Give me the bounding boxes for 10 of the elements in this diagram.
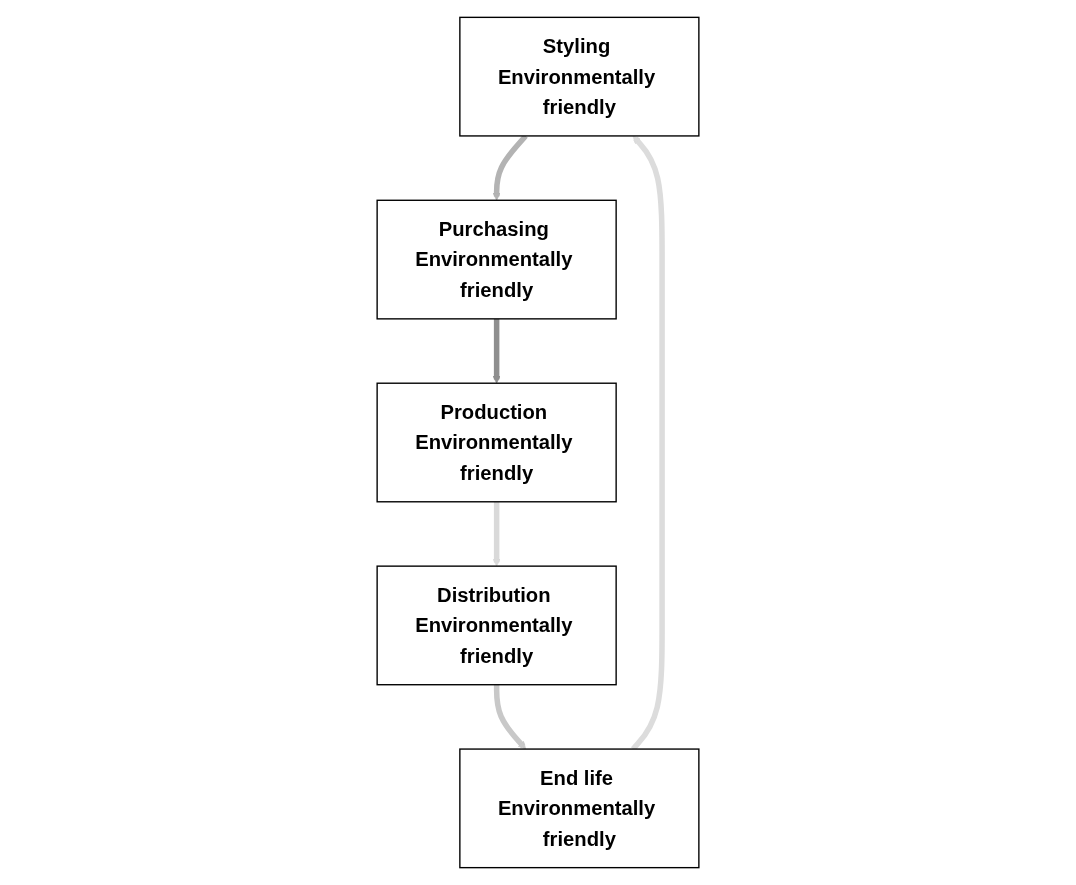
arrow	[630, 135, 665, 751]
node-box: Distribution Environmentally friendly	[376, 565, 617, 686]
arrow	[492, 501, 501, 567]
arrow	[492, 134, 528, 201]
node-box: Production Environmentally friendly	[376, 382, 617, 503]
arrow	[492, 318, 501, 384]
node-box: Purchasing Environmentally friendly	[376, 199, 617, 320]
arrow	[493, 684, 527, 750]
node-box: Styling Environmentally friendly	[459, 16, 700, 137]
node-box: End life Environmentally friendly	[459, 748, 700, 869]
